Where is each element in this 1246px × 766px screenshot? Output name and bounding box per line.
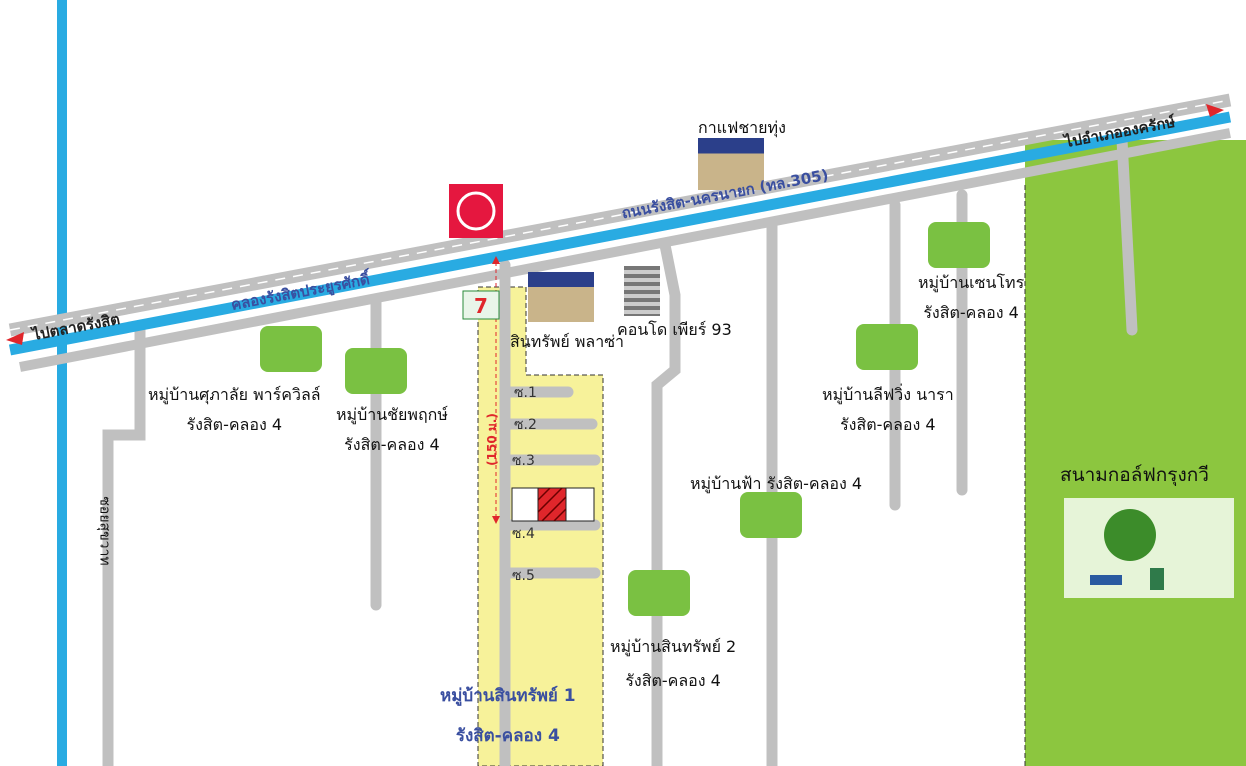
house-icon — [628, 570, 690, 616]
house-icon — [260, 326, 322, 372]
soi-1-label: ซ.1 — [514, 385, 537, 401]
house-icon — [856, 324, 918, 370]
village-label: หมู่บ้านศุภาลัย พาร์ควิลล์รังสิต-คลอง 4 — [148, 385, 321, 434]
village-label: หมู่บ้านฟ้า รังสิต-คลอง 4 — [690, 474, 863, 493]
arrow-right-icon — [1206, 104, 1224, 117]
soi-label: ซอยสุขวาท — [96, 496, 113, 566]
house-icon — [740, 492, 802, 538]
golf-label: สนามกอล์ฟกรุงกวี — [1060, 464, 1209, 486]
condo-label: คอนโด เพียร์ 93 — [617, 320, 732, 339]
arrow-left-icon — [6, 332, 24, 345]
condo-building-icon — [624, 266, 660, 316]
village-label: หมู่บ้านเซนโทรรังสิต-คลอง 4 — [918, 273, 1025, 322]
canal — [8, 111, 1232, 356]
frontage-road — [19, 128, 1231, 372]
plaza-label: สินทรัพย์ พลาซ่า — [510, 332, 625, 351]
soi-3-label: ซ.3 — [512, 453, 535, 469]
house-icon — [928, 222, 990, 268]
cafe-building-icon — [698, 138, 764, 190]
cafe-label: กาแฟชายทุ่ง — [698, 118, 786, 137]
village-label: หมู่บ้านชัยพฤกษ์รังสิต-คลอง 4 — [336, 405, 448, 454]
soi-2-label: ซ.2 — [514, 417, 537, 433]
target-plot — [537, 487, 567, 522]
soi-5-label: ซ.5 — [512, 568, 535, 584]
house-icon — [345, 348, 407, 394]
golf-course-area — [1025, 140, 1246, 766]
village-label: หมู่บ้านลีฟวิ่ง นารารังสิต-คลอง 4 — [822, 385, 954, 434]
svg-text:7: 7 — [474, 294, 488, 318]
plaza-building-icon — [528, 272, 594, 322]
distance-label: (150 ม.) — [484, 413, 499, 466]
seven-eleven-logo — [462, 290, 500, 320]
soi-4-label: ซ.4 — [512, 526, 535, 542]
